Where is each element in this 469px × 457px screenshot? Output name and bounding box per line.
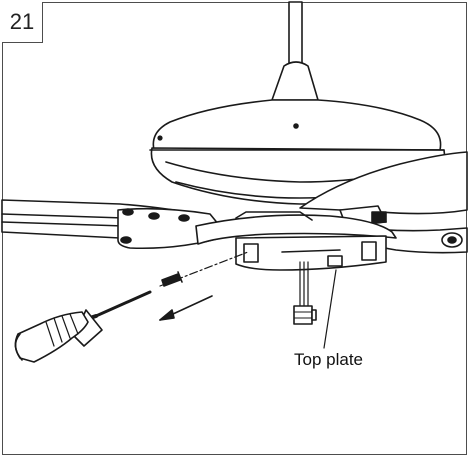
screw-icon xyxy=(161,271,183,287)
step-number: 21 xyxy=(9,9,35,34)
step-number-box: 21 xyxy=(2,2,43,43)
arrow-left-down-icon xyxy=(159,295,213,321)
callout-leader-line xyxy=(323,269,337,349)
hub-ring xyxy=(195,211,397,245)
downrod xyxy=(288,1,303,69)
wire-connector xyxy=(293,261,317,325)
top-plate-label: Top plate xyxy=(294,350,363,369)
top-plate xyxy=(235,235,387,271)
fan-blade-left xyxy=(1,199,229,250)
screwdriver-icon xyxy=(14,290,152,363)
